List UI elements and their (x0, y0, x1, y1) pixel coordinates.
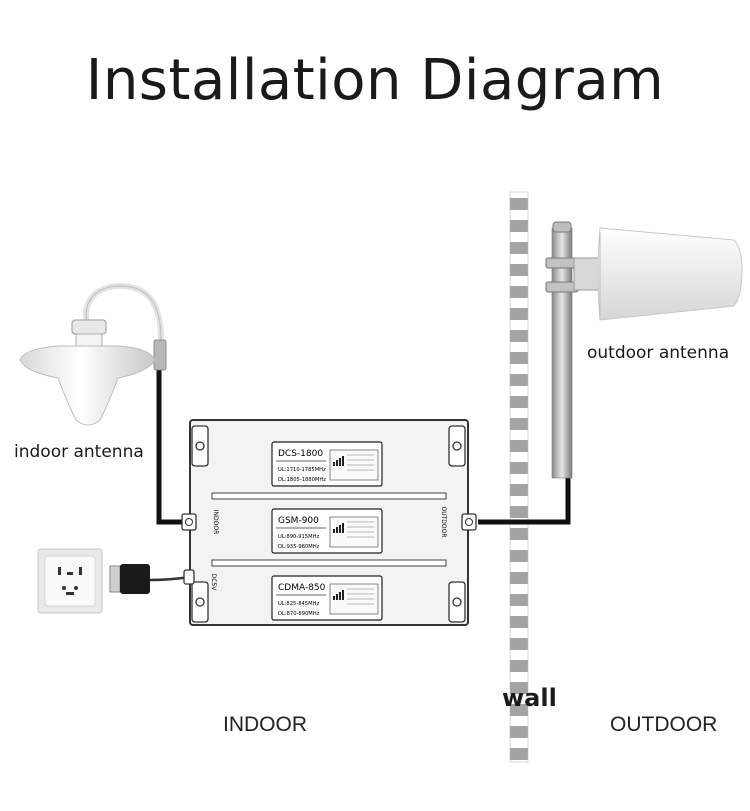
repeater-device: INDOOR OUTDOOR DC5V DCS-1800 UL:1710-178… (181, 419, 477, 626)
power-port-label: DC5V (210, 574, 217, 592)
outdoor-antenna-label: outdoor antenna (587, 343, 730, 363)
indoor-antenna (19, 282, 167, 426)
module-dl: DL:1805-1880MHz (278, 477, 326, 483)
module-panel: DCS-1800 UL:1710-1785MHz DL:1805-1880MHz (271, 441, 383, 487)
module-dl: DL:870-890MHz (278, 611, 320, 617)
module-ul: UL:825-845MHz (278, 601, 319, 607)
module-panel: GSM-900 UL:890-915MHz DL:935-960MHz (271, 508, 383, 554)
indoor-antenna-label: indoor antenna (14, 442, 144, 462)
outdoor-port-label: OUTDOOR (440, 506, 447, 537)
module-ul: UL:1710-1785MHz (278, 467, 326, 473)
wall-label: wall (502, 684, 557, 712)
outdoor-port-connector (461, 513, 477, 531)
module-ul: UL:890-915MHz (278, 534, 319, 540)
module-panel: CDMA-850 UL:825-845MHz DL:870-890MHz (271, 575, 383, 621)
power-adapter (109, 564, 150, 594)
outdoor-zone-label: OUTDOOR (610, 713, 718, 736)
module-name: CDMA-850 (278, 583, 326, 593)
power-port-connector (183, 569, 195, 585)
indoor-port-label: INDOOR (212, 510, 219, 535)
indoor-zone-label: INDOOR (223, 713, 307, 736)
indoor-antenna-cable (156, 370, 190, 525)
module-dl: DL:935-960MHz (278, 544, 320, 550)
module-name: DCS-1800 (278, 449, 323, 459)
module-name: GSM-900 (278, 516, 319, 526)
wall (509, 191, 529, 763)
indoor-port-connector (181, 513, 197, 531)
outdoor-antenna (545, 221, 743, 479)
mounting-tab (191, 425, 466, 623)
diagram-title: Installation Diagram (85, 48, 665, 113)
wall-outlet (37, 548, 103, 614)
